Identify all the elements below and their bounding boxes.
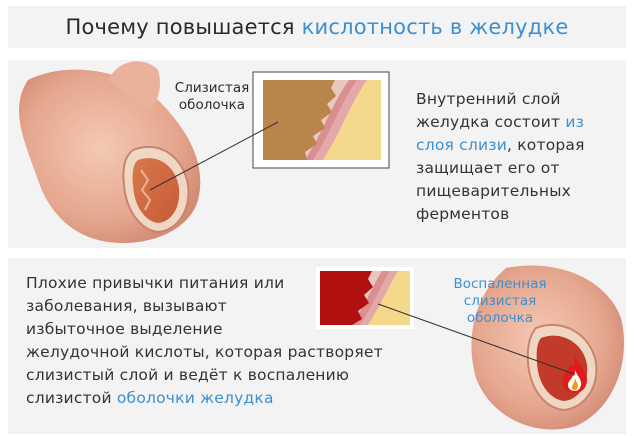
title-part-2: кислотность в желудке [301,15,569,39]
inflamed-mucosa-description: Плохие привычки питания или заболевания,… [26,274,383,407]
page-title: Почему повышается кислотность в желудке [8,6,626,48]
stomach-illustration-healthy [19,61,201,244]
mucosa-layers-healthy [252,71,390,169]
mucosa-layers-inflamed [316,267,414,329]
healthy-mucosa-description: Внутренний слой желудка состоит из слоя … [416,90,585,223]
title-part-1: Почему повышается [65,15,295,39]
label-inflamed-mucosa: Воспаленная слизистая оболочка [453,276,547,326]
fire-icon [563,356,588,393]
label-mucosa: Слизистая оболочка [174,80,250,113]
